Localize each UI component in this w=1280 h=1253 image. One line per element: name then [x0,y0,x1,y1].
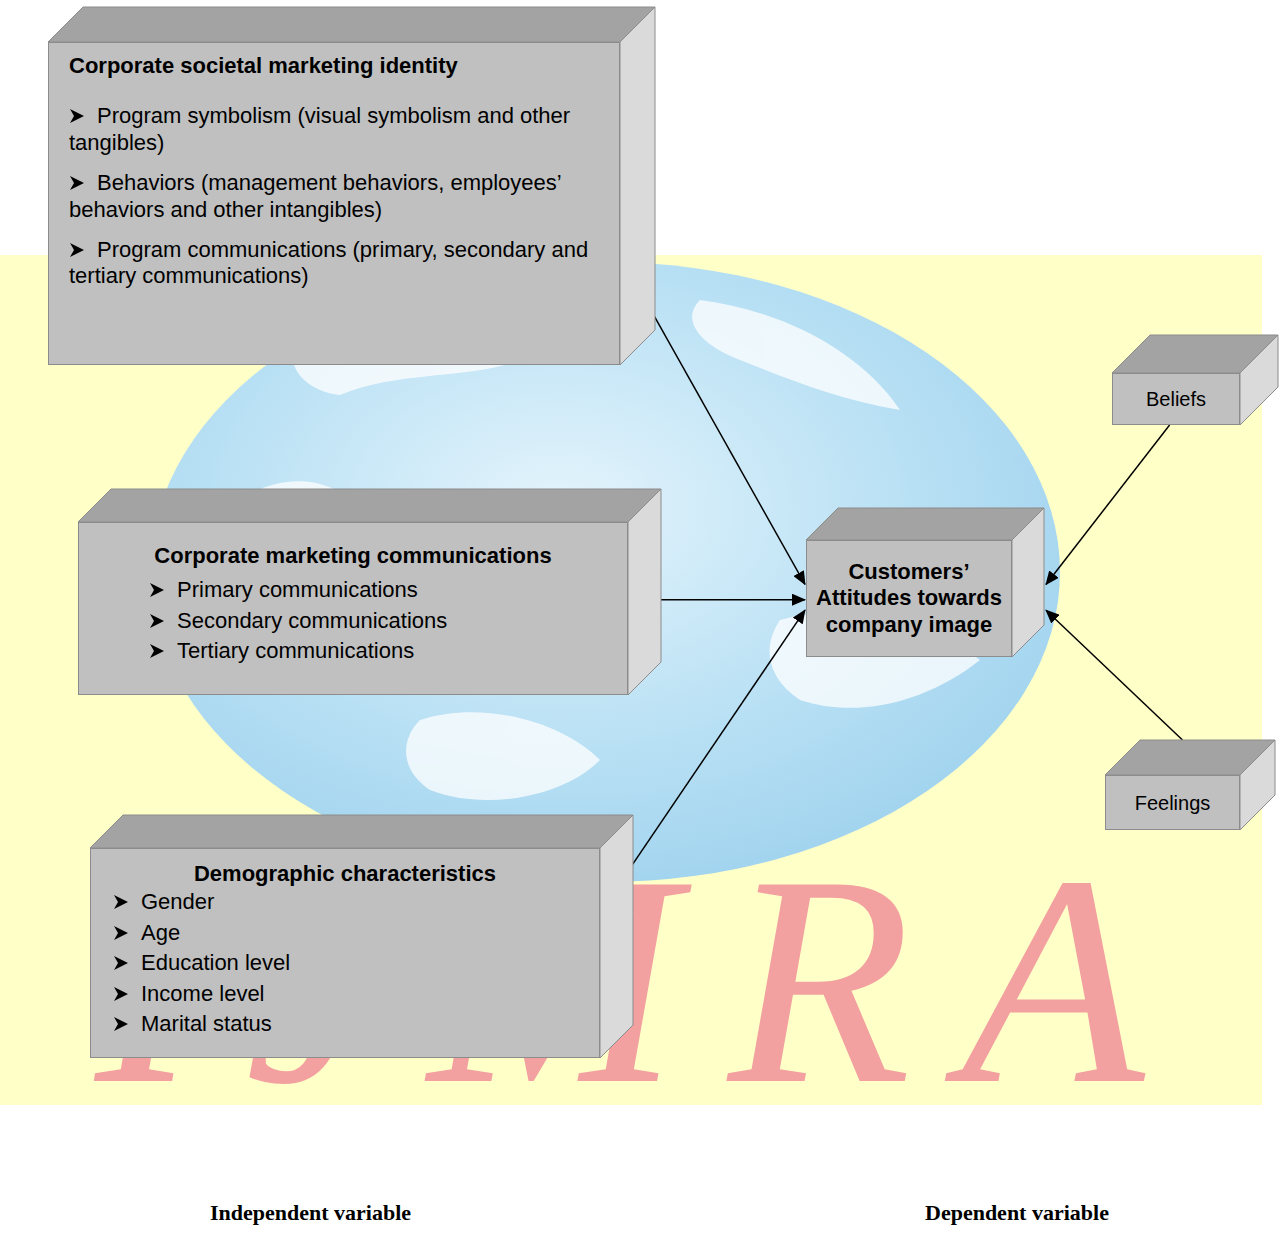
bullet-arrow [113,955,129,971]
bullet-text: Behaviors (management behaviors, employe… [69,170,561,221]
bullet-item: Program communications (primary, seconda… [69,237,607,290]
bullet-item: Education level [101,950,589,976]
bullet-item: Secondary communications [89,608,617,634]
bullet-item: Behaviors (management behaviors, employe… [69,170,607,223]
bullet-item: Age [101,920,589,946]
bullet-arrow [69,242,85,258]
component-box: Beliefs [1112,373,1240,425]
bullet-item: Tertiary communications [89,638,617,664]
box-heading: Demographic characteristics [101,861,589,887]
box-text: Beliefs [1121,387,1231,411]
component-box: Feelings [1105,775,1240,830]
box-depth [1105,740,1277,832]
bullet-text: Secondary communications [177,608,447,633]
bullet-item: Program symbolism (visual symbolism and … [69,103,607,156]
bullet-item: Marital status [101,1011,589,1037]
bullet-text: Tertiary communications [177,638,414,663]
bullet-text: Income level [141,981,265,1006]
bullet-arrow [149,613,165,629]
bullet-text: Marital status [141,1011,272,1036]
variable-box: Demographic characteristicsGenderAgeEduc… [90,848,600,1058]
axis-caption: Independent variable [210,1200,411,1226]
bullet-arrow [113,986,129,1002]
bullet-item: Primary communications [89,577,617,603]
box-heading: Corporate marketing communications [89,543,617,569]
bullet-arrow [113,1016,129,1032]
bullet-arrow [149,643,165,659]
variable-box: Corporate marketing communicationsPrimar… [78,522,628,695]
bullet-text: Gender [141,889,214,914]
box-heading: Corporate societal marketing identity [69,53,607,79]
bullet-text: Program symbolism (visual symbolism and … [69,103,570,154]
bullet-arrow [69,108,85,124]
bullet-text: Education level [141,950,290,975]
outcome-box: Customers’ Attitudes towards company ima… [806,540,1012,657]
bullet-text: Age [141,920,180,945]
bullet-text: Primary communications [177,577,418,602]
influence-arrow [640,599,805,601]
influence-arrow [1046,610,1183,740]
bullet-item: Income level [101,981,589,1007]
bullet-item: Gender [101,889,589,915]
axis-caption: Dependent variable [925,1200,1109,1226]
bullet-arrow [113,894,129,910]
bullet-arrow [113,925,129,941]
influence-arrow [1046,425,1170,584]
variable-box: Corporate societal marketing identityPro… [48,42,620,365]
box-text: Customers’ Attitudes towards company ima… [815,559,1003,638]
bullet-text: Program communications (primary, seconda… [69,237,588,288]
bullet-arrow [69,175,85,191]
box-text: Feelings [1114,791,1231,815]
box-depth [1112,335,1280,427]
bullet-arrow [149,582,165,598]
